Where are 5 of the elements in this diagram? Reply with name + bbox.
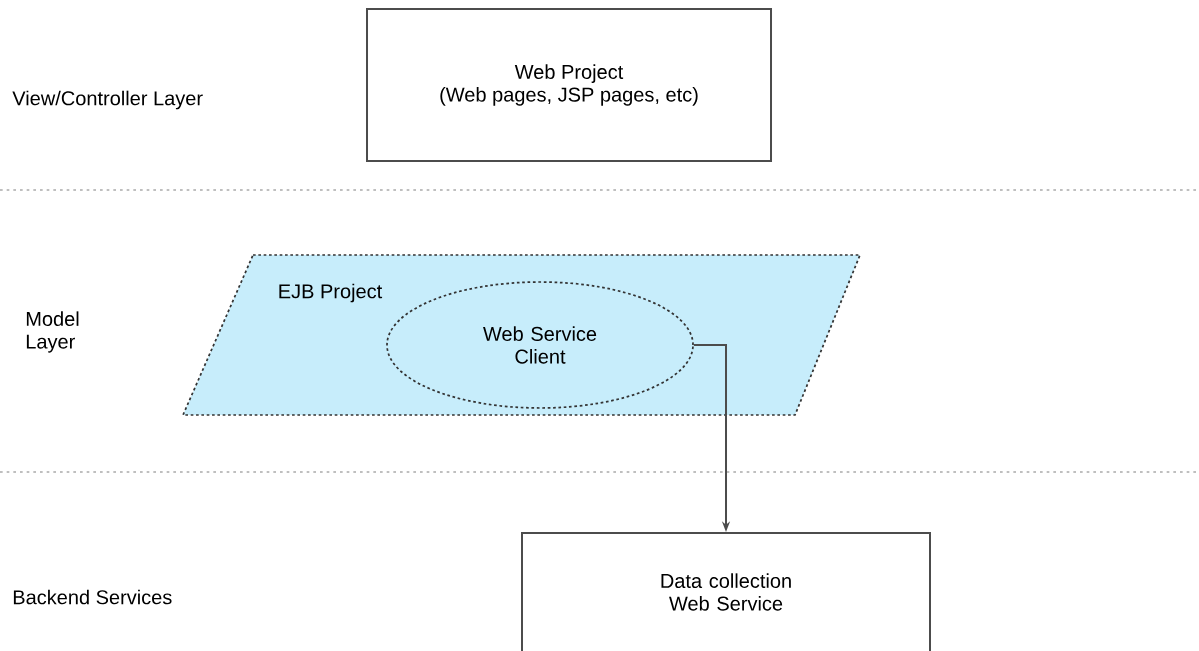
process-box: Data collection Web Service <box>521 532 931 651</box>
process-box: Web Project (Web pages, JSP pages, etc) <box>366 8 772 162</box>
layer-label: Model Layer <box>26 311 79 353</box>
layer-label: Backend Services <box>13 589 172 605</box>
layer-label: View/Controller Layer <box>12 90 203 110</box>
